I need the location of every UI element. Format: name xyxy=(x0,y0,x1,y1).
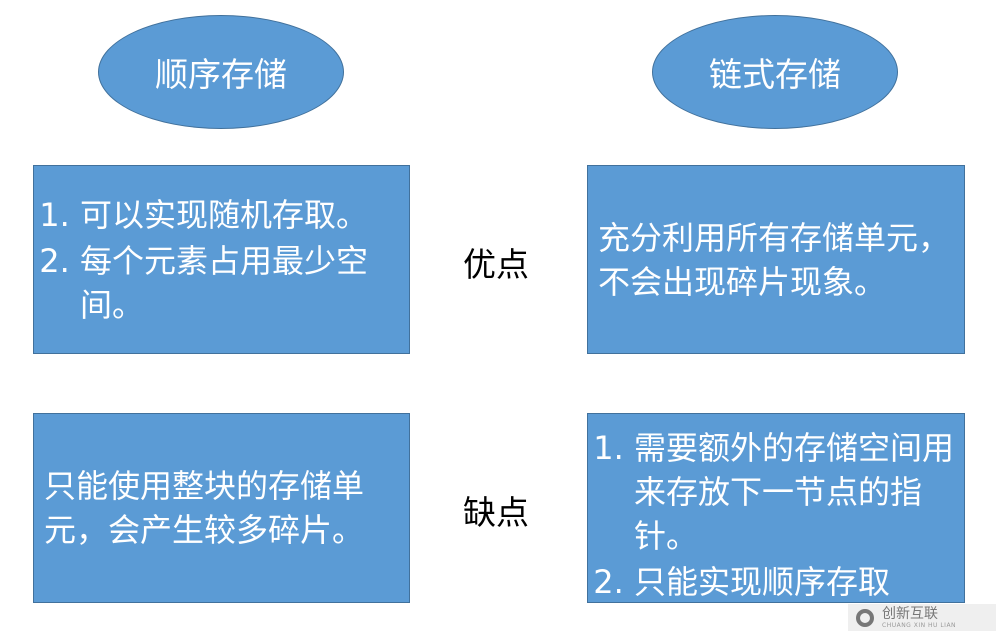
sequential-advantages-box: 可以实现随机存取。每个元素占用最少空间。 xyxy=(33,165,410,354)
watermark-logo-icon xyxy=(856,608,874,627)
linked-advantages-box: 充分利用所有存储单元，不会出现碎片现象。 xyxy=(587,165,965,354)
list-item: 需要额外的存储空间用来存放下一节点的指针。 xyxy=(634,426,954,558)
header-label: 顺序存储 xyxy=(155,55,287,94)
cell-text: 只能使用整块的存储单元，会产生较多碎片。 xyxy=(44,467,365,549)
sequential-disadvantages-box: 只能使用整块的存储单元，会产生较多碎片。 xyxy=(33,413,410,603)
header-label: 链式存储 xyxy=(709,55,841,94)
header-sequential-storage: 顺序存储 xyxy=(98,15,344,129)
watermark-name: 创新互联 xyxy=(882,605,938,622)
list-item: 可以实现随机存取。 xyxy=(80,193,399,237)
row-label-disadvantages: 缺点 xyxy=(463,493,529,532)
watermark-pinyin: CHUANG XIN HU LIAN xyxy=(882,621,957,629)
header-linked-storage: 链式存储 xyxy=(652,15,898,129)
cell-text: 充分利用所有存储单元，不会出现碎片现象。 xyxy=(598,218,951,301)
list-item: 只能实现顺序存取 xyxy=(634,560,954,602)
linked-disadvantages-box: 需要额外的存储空间用来存放下一节点的指针。只能实现顺序存取 xyxy=(587,413,965,603)
row-label-advantages: 优点 xyxy=(463,245,529,284)
list-item: 每个元素占用最少空间。 xyxy=(80,239,399,327)
